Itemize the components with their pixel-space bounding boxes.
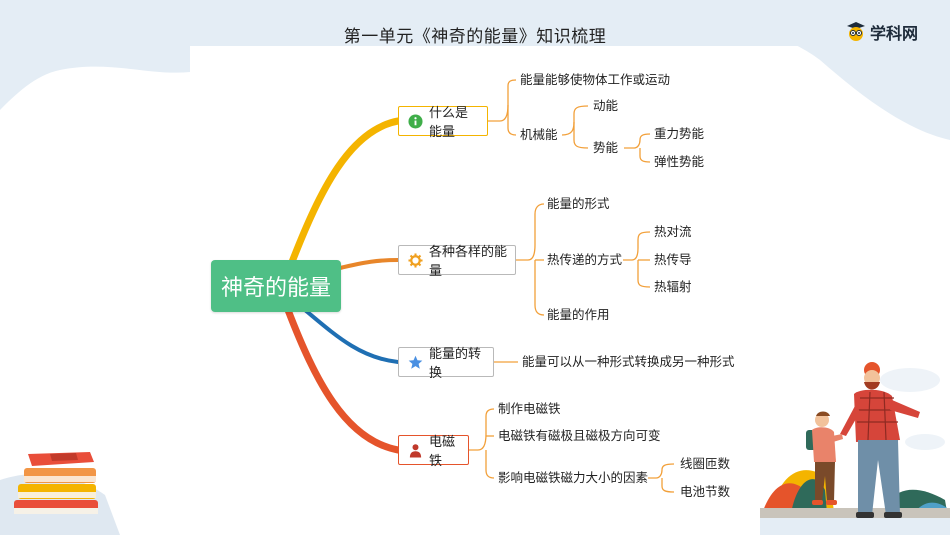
person-icon (407, 442, 423, 458)
connector-branch-4 (284, 306, 402, 454)
leaf-convection: 热对流 (654, 224, 692, 239)
leaf-heat-transfer-methods: 热传递的方式 (547, 252, 623, 267)
top-left-blob (0, 0, 190, 110)
gear-icon (407, 252, 423, 268)
leaf-electromagnet-poles: 电磁铁有磁极且磁极方向可变 (498, 428, 661, 443)
leaf-coil-turns: 线圈匝数 (680, 456, 731, 471)
walking-people-illustration (760, 362, 950, 535)
leaf-energy-forms: 能量的形式 (547, 196, 610, 211)
leaf-potential-energy: 势能 (593, 140, 619, 155)
brand-logo: 学科网 (846, 19, 918, 45)
leaf-radiation: 热辐射 (654, 279, 692, 294)
connector-branch-1 (288, 117, 402, 266)
branch-electromagnet: 电磁铁 (398, 435, 469, 469)
branch-what-is-energy: 什么是能量 (398, 106, 488, 140)
leaf-gravitational-potential: 重力势能 (654, 126, 705, 141)
leaf-magnetism-factors: 影响电磁铁磁力大小的因素 (498, 470, 649, 485)
leaf-make-electromagnet: 制作电磁铁 (498, 401, 561, 416)
connector-branch-3 (303, 308, 400, 364)
page-title: 第一单元《神奇的能量》知识梳理 (343, 27, 607, 47)
leaf-conversion-definition: 能量可以从一种形式转换成另一种形式 (522, 354, 735, 369)
branch-label: 能量的转换 (429, 347, 482, 381)
leaf-mechanical-energy: 机械能 (520, 127, 558, 142)
connector-branch-2 (338, 258, 400, 270)
leaf-conduction: 热传导 (654, 252, 692, 267)
leaf-elastic-potential: 弹性势能 (654, 154, 705, 169)
leaf-battery-count: 电池节数 (680, 484, 731, 499)
leaf-energy-definition: 能量能够使物体工作或运动 (520, 72, 671, 87)
info-icon (407, 113, 423, 129)
star-icon (407, 354, 423, 370)
branch-label: 电磁铁 (429, 435, 456, 469)
leaf-kinetic-energy: 动能 (593, 98, 619, 113)
leaf-energy-uses: 能量的作用 (547, 307, 610, 322)
branch-label: 各种各样的能量 (429, 245, 508, 279)
branch-energy-conversion: 能量的转换 (398, 347, 494, 381)
books-illustration (14, 452, 98, 514)
mindmap-root: 神奇的能量 (211, 260, 341, 312)
branch-label: 什么是能量 (429, 106, 469, 140)
sub-connectors (469, 79, 675, 493)
top-right-blob (690, 0, 950, 140)
owl-logo-icon (847, 22, 865, 41)
logo-text: 学科网 (870, 24, 919, 43)
branch-various-energy: 各种各样的能量 (398, 245, 516, 279)
